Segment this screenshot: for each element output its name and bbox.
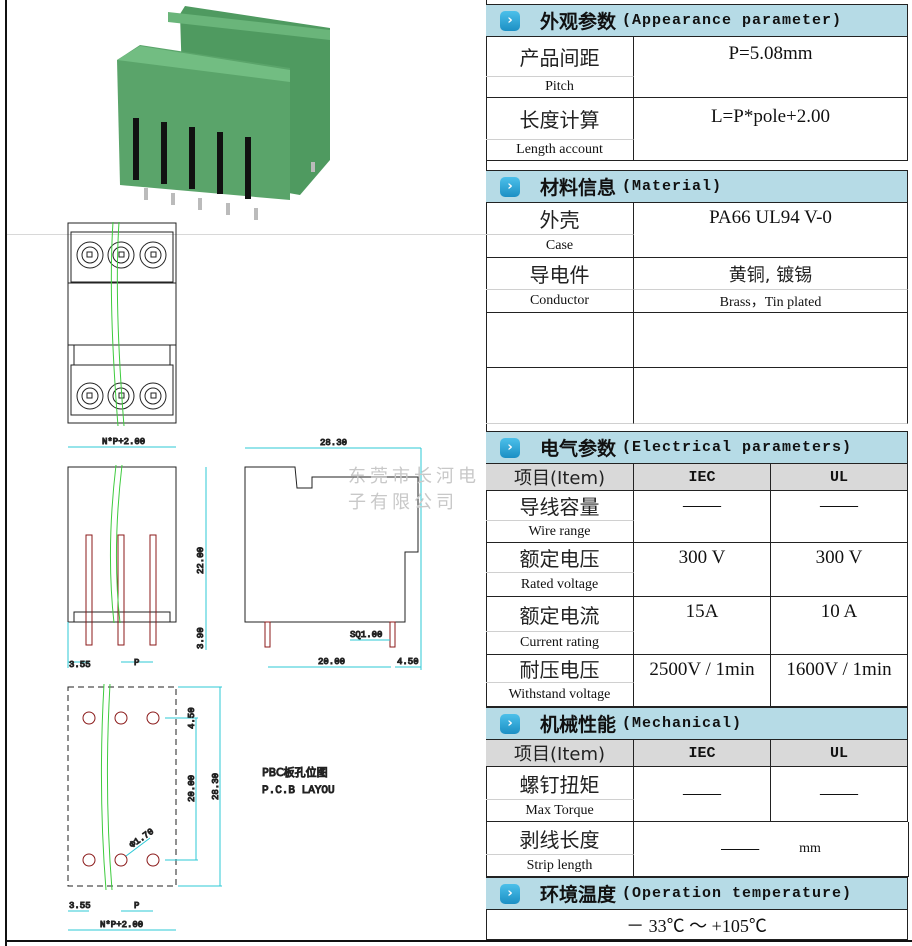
label-strip-en: Strip length [486,855,634,877]
spec-table: › 外观参数 (Appearance parameter) 产品间距 Pitch P… [486,0,909,946]
dim-length: 28.30 [320,438,347,448]
value-iec: 15A [634,597,771,655]
col-header-item: 项目(Item) [486,464,634,491]
section-header-electrical: › 电气参数 (Electrical parameters) [486,431,908,464]
section-title-zh: 电气参数 [540,438,617,460]
pcb-title-zh: PBC板孔位图 [262,765,328,779]
value-conductor-zh: 黄铜, 镀锡 [634,258,908,290]
value-iec: 2500V / 1min [634,655,771,707]
dim-pin-square: SQ1.00 [350,630,382,640]
pcb-dim-pitch: P [134,901,139,911]
section-title-en: (Mechanical) [622,715,743,732]
section-title-zh: 机械性能 [540,714,617,736]
grid-line [7,234,486,235]
chevron-right-icon: › [500,713,520,734]
label-conductor-zh: 导电件 [486,258,634,290]
sheet-left-border [5,0,7,946]
section-header-material: › 材料信息 (Material) [486,170,908,203]
label-length-zh: 长度计算 [486,98,634,140]
top-view-drawing [67,221,177,427]
strip-unit: mm [799,841,821,856]
chevron-right-icon: › [500,10,520,31]
pcb-dim-total: 28.30 [211,773,221,800]
value-iec: —— [634,491,771,543]
value-pitch: P=5.08mm [634,37,908,98]
value-length: L=P*pole+2.00 [634,98,908,161]
chevron-right-icon: › [500,883,520,904]
label-pitch-en: Pitch [486,77,634,98]
section-title-zh: 外观参数 [540,11,617,33]
value-torque-ul: —— [771,767,908,822]
section-title-en: (Electrical parameters) [622,439,853,456]
section-title-en: (Appearance parameter) [622,12,843,29]
label-case-zh: 外壳 [486,203,634,235]
value-iec: 300 V [634,543,771,597]
section-title-en: (Material) [622,178,723,195]
dim-pitch: P [134,658,139,668]
label-en: Rated voltage [486,573,634,597]
dim-pin-offset: 4.50 [397,657,419,667]
dim-width: N*P+2.00 [102,437,145,447]
section-header-appearance: › 外观参数 (Appearance parameter) [486,4,908,37]
label-strip-zh: 剥线长度 [486,822,634,855]
col-header-ul: UL [771,740,908,767]
drawing-panel: N*P+2.00 22.00 3.90 3.55 P 28.30 SQ1.00 … [5,0,912,946]
pcb-dim-top: 4.50 [187,707,197,729]
label-en: Withstand voltage [486,683,634,707]
label-conductor-en: Conductor [486,290,634,313]
label-pitch-zh: 产品间距 [486,37,634,77]
dim-height: 22.00 [196,547,206,574]
section-header-mechanical: › 机械性能 (Mechanical) [486,707,908,740]
pcb-layout-drawing: 4.50 20.00 28.30 Φ1.70 3.55 P N*P+2.00 P… [67,683,335,931]
pcb-hole-dia: Φ1.70 [128,827,156,851]
dim-offset: 3.55 [69,660,91,670]
label-torque-zh: 螺钉扭矩 [486,767,634,800]
label-zh: 导线容量 [486,491,634,521]
col-header-item: 项目(Item) [486,740,634,767]
value-temperature: － 33℃ ～ +105℃ [486,910,908,940]
value-conductor-en: Brass，Tin plated [634,290,908,313]
product-photo [117,6,330,220]
value-ul: 300 V [771,543,908,597]
section-header-temperature: › 环境温度 (Operation temperature) [486,877,908,910]
value-ul: —— [771,491,908,543]
section-title-zh: 材料信息 [540,177,617,199]
technical-drawings: N*P+2.00 22.00 3.90 3.55 P 28.30 SQ1.00 … [67,6,422,931]
chevron-right-icon: › [500,437,520,458]
pcb-title-en: P.C.B LAYOU [262,785,335,797]
label-torque-en: Max Torque [486,800,634,822]
label-en: Wire range [486,521,634,543]
side-view-drawing: 28.30 SQ1.00 20.00 4.50 [244,438,422,670]
label-zh: 耐压电压 [486,655,634,683]
value-ul: 1600V / 1min [771,655,908,707]
col-header-iec: IEC [634,464,771,491]
sheet-bottom-border [5,940,912,942]
pcb-dim-spacing: 20.00 [187,775,197,802]
dim-pin-spacing: 20.00 [318,657,345,667]
strip-value: —— [721,838,760,859]
watermark: 东莞市长河电子有限公司 [348,466,480,513]
col-header-iec: IEC [634,740,771,767]
chevron-right-icon: › [500,176,520,197]
label-zh: 额定电流 [486,597,634,632]
pcb-dim-width: N*P+2.00 [100,920,143,930]
value-ul: 10 A [771,597,908,655]
label-case-en: Case [486,235,634,258]
col-header-ul: UL [771,464,908,491]
label-en: Current rating [486,632,634,655]
value-strip: —— mm [634,822,909,877]
label-zh: 额定电压 [486,543,634,573]
value-torque-iec: —— [634,767,771,822]
dim-pin-length: 3.90 [196,627,206,649]
front-view-drawing: N*P+2.00 22.00 3.90 3.55 P [67,437,207,671]
label-length-en: Length account [486,140,634,161]
pcb-dim-offset: 3.55 [69,901,91,911]
section-title-en: (Operation temperature) [622,885,853,902]
value-case: PA66 UL94 V-0 [634,203,908,258]
section-title-zh: 环境温度 [540,884,617,906]
